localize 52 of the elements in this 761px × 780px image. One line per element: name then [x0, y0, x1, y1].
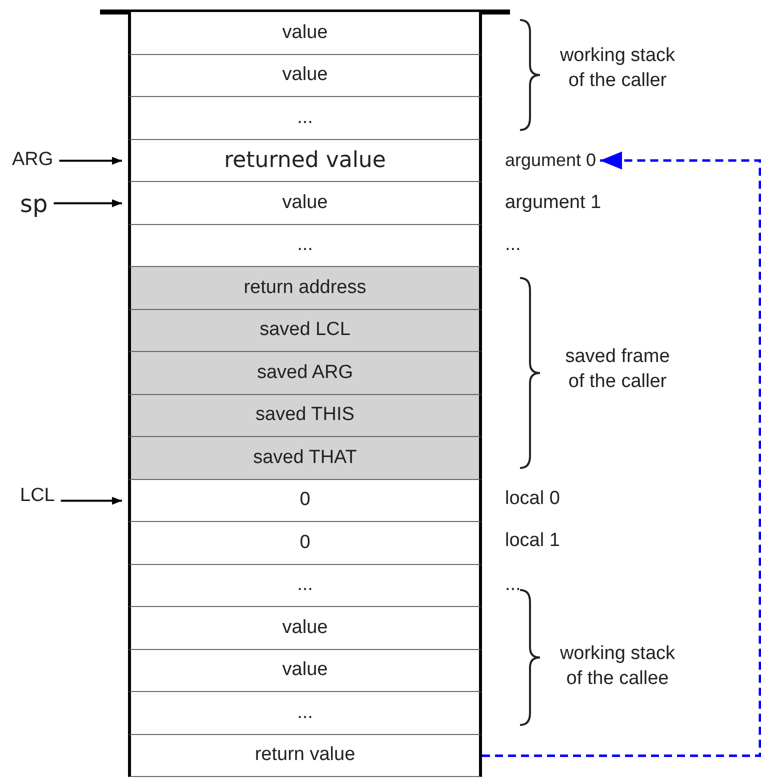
slot-label: argument 0 — [505, 150, 596, 171]
pointer-label: LCL — [20, 485, 55, 507]
cell-value: value — [282, 659, 328, 682]
slot-label: ... — [505, 234, 521, 256]
stack-cell — [128, 437, 482, 480]
arrow — [54, 199, 122, 208]
cell-value: value — [282, 192, 328, 214]
stack-cell — [128, 394, 482, 437]
cell-value: 0 — [300, 489, 310, 512]
slot-label: ... — [505, 574, 521, 596]
arrow — [59, 156, 122, 165]
cell-value: ... — [297, 234, 313, 256]
cell-value: ... — [297, 574, 313, 596]
cell-value: saved THIS — [256, 404, 354, 426]
brace-note: working stack of the caller — [558, 44, 676, 93]
stack-cell — [128, 564, 482, 607]
cell-value: value — [282, 64, 328, 86]
cell-value: return address — [244, 276, 366, 299]
stack-cell — [128, 182, 482, 224]
cell-value: return value — [254, 744, 356, 766]
cell-value: ... — [297, 702, 313, 724]
arrow — [482, 152, 761, 757]
stack-cell — [128, 692, 482, 734]
brace-note: working stack of the callee — [558, 642, 676, 691]
stack-cell — [128, 267, 482, 310]
cell-value: saved ARG — [256, 362, 354, 384]
stack-cell — [128, 650, 482, 692]
stack-cell — [128, 734, 482, 777]
slot-label: local 1 — [505, 530, 560, 552]
stack-cell — [128, 607, 482, 650]
cell-value: saved THAT — [253, 446, 357, 469]
slot-label: argument 1 — [505, 192, 602, 214]
cell-value: value — [282, 616, 328, 639]
stack-cell — [128, 310, 482, 352]
stack-cell — [128, 352, 482, 394]
arrow — [60, 496, 122, 505]
stack-cell — [128, 480, 482, 522]
pointer-label: sp — [20, 190, 48, 218]
stack-cell — [128, 54, 482, 97]
cell-value: ... — [297, 106, 313, 129]
stack-cell — [128, 224, 482, 267]
stack-cell — [128, 97, 482, 140]
slot-label: local 0 — [505, 488, 560, 510]
stack-cell — [128, 140, 482, 182]
cell-value: 0 — [300, 532, 310, 554]
stack-cell — [128, 522, 482, 564]
pointer-label: ARG — [12, 149, 54, 171]
cell-value: returned value — [224, 148, 386, 173]
stack-cell — [128, 12, 482, 54]
cell-value: value — [282, 22, 328, 44]
cell-value: saved LCL — [260, 319, 350, 342]
brace-note: saved frame of the caller — [564, 345, 671, 394]
